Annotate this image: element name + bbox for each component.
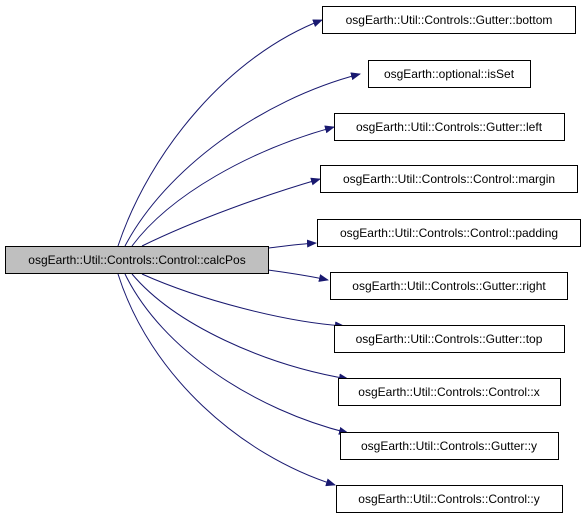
target-node-control-padding[interactable]: osgEarth::Util::Controls::Control::paddi… bbox=[317, 219, 581, 247]
target-node-box bbox=[320, 165, 578, 193]
edge-to-gutter-y bbox=[124, 273, 349, 435]
target-node-optional-isset[interactable]: osgEarth::optional::isSet bbox=[368, 60, 531, 88]
target-node-control-margin[interactable]: osgEarth::Util::Controls::Control::margi… bbox=[320, 165, 578, 193]
target-node-gutter-y[interactable]: osgEarth::Util::Controls::Gutter::y bbox=[340, 432, 559, 460]
target-node-box bbox=[334, 325, 565, 353]
target-node-box bbox=[368, 60, 531, 88]
target-node-label: osgEarth::optional::isSet bbox=[384, 67, 515, 81]
source-node[interactable]: osgEarth::Util::Controls::Control::calcP… bbox=[5, 246, 269, 274]
target-node-box bbox=[340, 432, 559, 460]
source-node-label: osgEarth::Util::Controls::Control::calcP… bbox=[28, 253, 245, 267]
target-node-box bbox=[338, 378, 561, 406]
target-node-box bbox=[336, 485, 563, 513]
target-node-label: osgEarth::Util::Controls::Control::x bbox=[358, 385, 539, 399]
target-node-gutter-left[interactable]: osgEarth::Util::Controls::Gutter::left bbox=[334, 113, 565, 141]
target-node-gutter-bottom[interactable]: osgEarth::Util::Controls::Gutter::bottom bbox=[322, 6, 576, 34]
target-node-label: osgEarth::Util::Controls::Control::y bbox=[358, 492, 539, 506]
source-node-box bbox=[5, 246, 269, 274]
target-node-label: osgEarth::Util::Controls::Gutter::right bbox=[352, 279, 546, 293]
edges bbox=[117, 19, 361, 487]
target-node-gutter-top[interactable]: osgEarth::Util::Controls::Gutter::top bbox=[334, 325, 565, 353]
target-node-label: osgEarth::Util::Controls::Control::paddi… bbox=[340, 226, 558, 240]
edge-to-gutter-top bbox=[141, 273, 345, 330]
edge-to-optional-isset bbox=[124, 72, 361, 247]
edge-to-control-margin bbox=[141, 177, 321, 247]
edge-to-gutter-bottom bbox=[117, 19, 323, 247]
edge-to-control-x bbox=[131, 273, 349, 382]
target-node-box bbox=[330, 272, 568, 300]
target-node-label: osgEarth::Util::Controls::Gutter::bottom bbox=[346, 13, 553, 27]
edge-to-control-padding bbox=[267, 239, 317, 249]
edge-to-control-y bbox=[117, 273, 336, 487]
target-node-label: osgEarth::Util::Controls::Gutter::y bbox=[361, 439, 537, 453]
target-node-label: osgEarth::Util::Controls::Gutter::top bbox=[356, 332, 543, 346]
target-node-label: osgEarth::Util::Controls::Control::margi… bbox=[343, 172, 555, 186]
target-node-gutter-right[interactable]: osgEarth::Util::Controls::Gutter::right bbox=[330, 272, 568, 300]
target-node-control-y[interactable]: osgEarth::Util::Controls::Control::y bbox=[336, 485, 563, 513]
target-node-box bbox=[322, 6, 576, 34]
edge-to-gutter-right bbox=[267, 269, 329, 282]
edge-to-gutter-left bbox=[131, 125, 335, 247]
target-node-box bbox=[317, 219, 581, 247]
target-node-label: osgEarth::Util::Controls::Gutter::left bbox=[356, 120, 543, 134]
target-node-control-x[interactable]: osgEarth::Util::Controls::Control::x bbox=[338, 378, 561, 406]
target-node-box bbox=[334, 113, 565, 141]
